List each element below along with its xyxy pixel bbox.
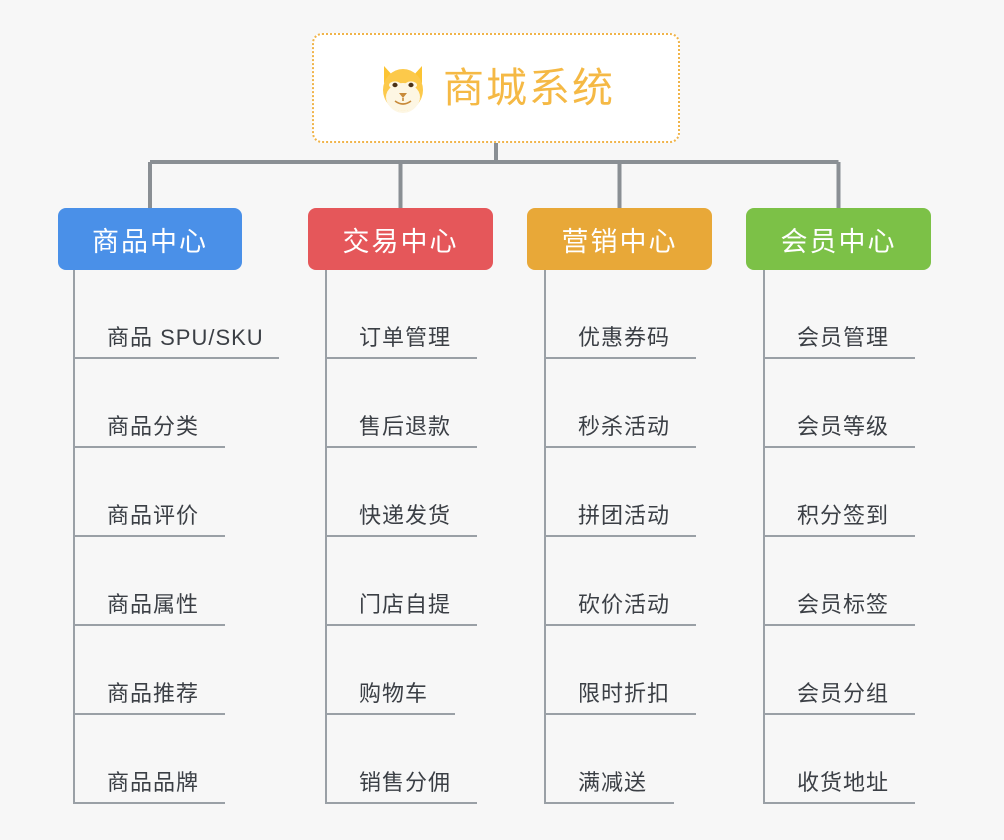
leaf-item[interactable]: 售后退款: [325, 359, 477, 448]
leaf-item[interactable]: 秒杀活动: [544, 359, 696, 448]
leaf-underline: [325, 446, 477, 448]
leaf-label: 商品评价: [107, 502, 200, 528]
leaf-label: 会员分组: [797, 680, 890, 706]
leaf-item[interactable]: 商品评价: [73, 448, 264, 537]
category-label: 营销中心: [561, 226, 678, 257]
leaf-label: 门店自提: [359, 591, 452, 617]
leaf-column-product-center: 商品 SPU/SKU 商品分类商品评价商品属性商品推荐商品品牌: [73, 270, 279, 804]
leaf-underline: [763, 713, 915, 715]
category-label: 商品中心: [92, 226, 208, 257]
column-spine: [73, 270, 75, 804]
leaf-underline: [544, 535, 696, 537]
leaf-underline: [544, 802, 674, 804]
leaf-label: 拼团活动: [578, 502, 671, 528]
leaf-label: 满减送: [578, 769, 648, 795]
leaf-item[interactable]: 会员标签: [763, 537, 915, 626]
leaf-item[interactable]: 商品 SPU/SKU: [73, 270, 279, 359]
leaf-item[interactable]: 商品属性: [73, 537, 264, 626]
leaf-label: 收货地址: [797, 769, 890, 795]
root-title: 商城系统: [443, 64, 615, 111]
shiba-dog-icon: [377, 63, 429, 113]
leaf-underline: [325, 357, 477, 359]
leaf-label: 会员管理: [797, 324, 890, 350]
leaf-label: 积分签到: [797, 502, 890, 528]
category-box-trade-center[interactable]: 交易中心: [308, 208, 493, 270]
column-spine: [544, 270, 546, 804]
leaf-underline: [325, 535, 477, 537]
leaf-underline: [763, 446, 915, 448]
leaf-underline: [763, 624, 915, 626]
leaf-label: 商品分类: [107, 413, 200, 439]
leaf-label: 订单管理: [359, 324, 452, 350]
leaf-label: 优惠券码: [578, 324, 671, 350]
leaf-underline: [763, 802, 915, 804]
leaf-column-trade-center: 订单管理售后退款快递发货门店自提购物车销售分佣: [325, 270, 477, 804]
leaf-item[interactable]: 门店自提: [325, 537, 477, 626]
leaf-label: 商品品牌: [107, 769, 200, 795]
category-box-product-center[interactable]: 商品中心: [58, 208, 242, 270]
leaf-item[interactable]: 商品分类: [73, 359, 264, 448]
leaf-underline: [544, 357, 696, 359]
leaf-item[interactable]: 满减送: [544, 715, 674, 804]
leaf-item[interactable]: 会员分组: [763, 626, 915, 715]
leaf-underline: [73, 535, 225, 537]
leaf-column-marketing-center: 优惠券码秒杀活动拼团活动砍价活动限时折扣满减送: [544, 270, 696, 804]
leaf-underline: [325, 713, 455, 715]
leaf-label: 会员标签: [797, 591, 890, 617]
leaf-item[interactable]: 快递发货: [325, 448, 477, 537]
leaf-underline: [73, 802, 225, 804]
leaf-item[interactable]: 积分签到: [763, 448, 915, 537]
category-label: 交易中心: [342, 226, 459, 257]
leaf-label: 购物车: [359, 680, 429, 706]
column-spine: [763, 270, 765, 804]
leaf-underline: [544, 624, 696, 626]
leaf-label: 快递发货: [359, 502, 452, 528]
leaf-item[interactable]: 收货地址: [763, 715, 915, 804]
leaf-label: 商品 SPU/SKU: [107, 324, 264, 350]
leaf-underline: [73, 624, 225, 626]
root-node[interactable]: 商城系统: [312, 33, 680, 143]
leaf-label: 销售分佣: [359, 769, 452, 795]
leaf-underline: [325, 802, 477, 804]
leaf-label: 限时折扣: [578, 680, 671, 706]
leaf-label: 商品属性: [107, 591, 200, 617]
leaf-item[interactable]: 拼团活动: [544, 448, 696, 537]
leaf-label: 秒杀活动: [578, 413, 671, 439]
leaf-underline: [763, 535, 915, 537]
leaf-item[interactable]: 销售分佣: [325, 715, 477, 804]
leaf-underline: [325, 624, 477, 626]
leaf-label: 砍价活动: [578, 591, 671, 617]
leaf-item[interactable]: 订单管理: [325, 270, 477, 359]
leaf-label: 售后退款: [359, 413, 452, 439]
category-label: 会员中心: [780, 226, 897, 257]
leaf-item[interactable]: 会员管理: [763, 270, 915, 359]
leaf-label: 商品推荐: [107, 680, 200, 706]
leaf-item[interactable]: 砍价活动: [544, 537, 696, 626]
leaf-item[interactable]: 优惠券码: [544, 270, 696, 359]
category-box-member-center[interactable]: 会员中心: [746, 208, 931, 270]
leaf-column-member-center: 会员管理会员等级积分签到会员标签会员分组收货地址: [763, 270, 915, 804]
leaf-item[interactable]: 购物车: [325, 626, 455, 715]
leaf-underline: [73, 357, 279, 359]
leaf-item[interactable]: 商品品牌: [73, 715, 264, 804]
leaf-label: 会员等级: [797, 413, 890, 439]
category-box-marketing-center[interactable]: 营销中心: [527, 208, 712, 270]
leaf-item[interactable]: 会员等级: [763, 359, 915, 448]
leaf-item[interactable]: 商品推荐: [73, 626, 264, 715]
leaf-underline: [763, 357, 915, 359]
leaf-underline: [544, 713, 696, 715]
leaf-underline: [544, 446, 696, 448]
leaf-underline: [73, 446, 225, 448]
leaf-underline: [73, 713, 225, 715]
leaf-item[interactable]: 限时折扣: [544, 626, 696, 715]
column-spine: [325, 270, 327, 804]
